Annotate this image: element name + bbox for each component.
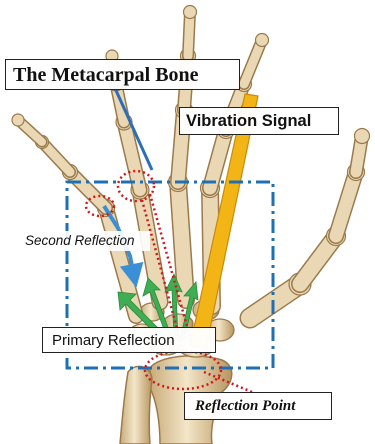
ulna-bone (120, 366, 152, 444)
ring-proximal-phalanx (124, 122, 140, 190)
primary-reflection-label: Primary Reflection (42, 327, 216, 353)
little-joint-4 (12, 114, 24, 126)
index-joint-4 (256, 34, 269, 47)
reflection-point-label: Reflection Point (184, 392, 332, 420)
middle-joint-4 (184, 6, 197, 19)
thumb-joint-4 (355, 129, 370, 144)
middle-metacarpal (178, 182, 186, 300)
vibration-signal-label: Vibration Signal (179, 107, 339, 135)
metacarpal-bone-label: The Metacarpal Bone (5, 59, 240, 90)
second-reflection-label: Second Reflection (20, 231, 150, 251)
